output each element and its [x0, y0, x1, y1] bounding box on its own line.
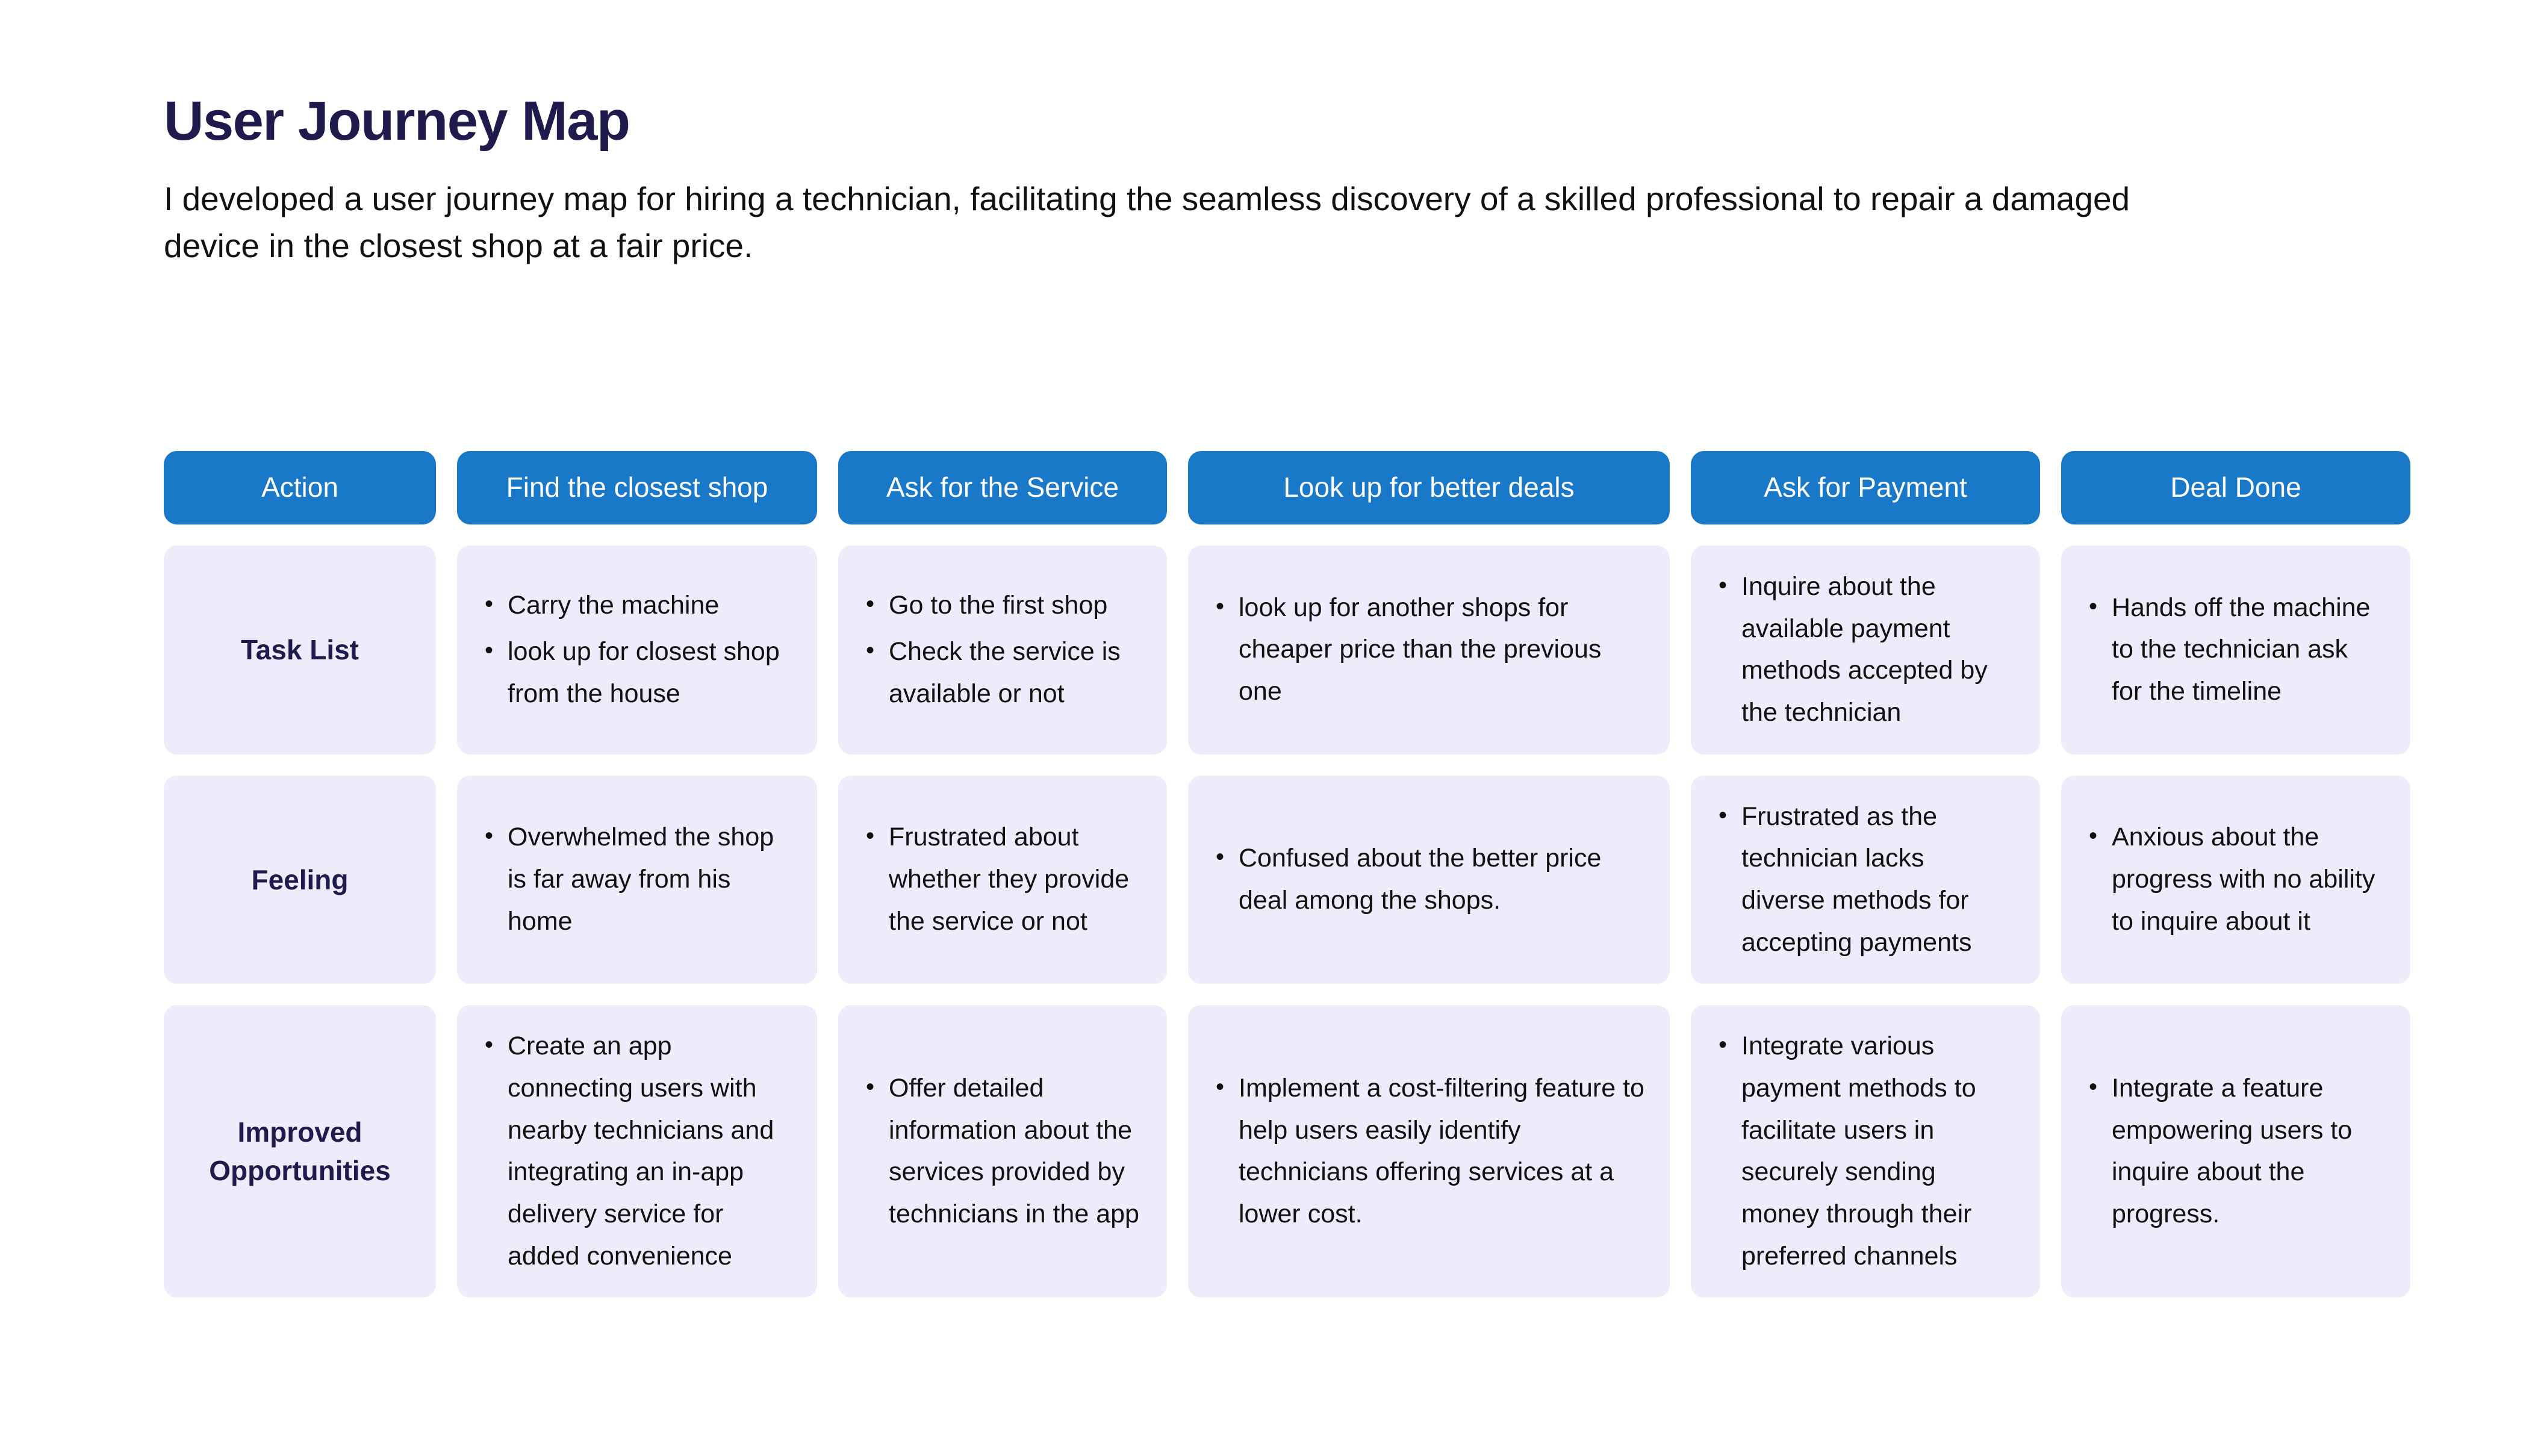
row-label-text: Feeling [251, 863, 349, 895]
bullet-item: Frustrated about whether they provide th… [863, 817, 1142, 942]
bullet-list: Frustrated about whether they provide th… [863, 817, 1142, 942]
stage-header-label: Ask for the Service [886, 471, 1119, 503]
stage-header-label: Find the closest shop [506, 471, 768, 503]
row-label-improved-opportunities: Improved Opportunities [164, 1005, 436, 1298]
cell-feeling-look-up-for-better-deals: Confused about the better price deal amo… [1188, 775, 1670, 985]
bullet-item: Offer detailed information about the ser… [863, 1068, 1142, 1236]
cell-feeling-deal-done: Anxious about the progress with no abili… [2061, 775, 2410, 985]
bullet-list: Integrate various payment methods to fac… [1716, 1025, 2015, 1277]
cell-improved-opportunities-find-the-closest-shop: Create an app connecting users with near… [457, 1005, 817, 1298]
bullet-item: look up for another shops for cheaper pr… [1213, 587, 1644, 713]
bullet-item: Carry the machine [482, 585, 792, 627]
cell-improved-opportunities-ask-for-the-service: Offer detailed information about the ser… [838, 1005, 1167, 1298]
bullet-item: Integrate various payment methods to fac… [1716, 1025, 2015, 1277]
cell-task-list-deal-done: Hands off the machine to the technician … [2061, 546, 2410, 754]
bullet-item: Check the service is available or not [863, 631, 1142, 715]
bullet-item: Hands off the machine to the technician … [2086, 587, 2385, 713]
stage-header-label: Look up for better deals [1283, 471, 1575, 503]
cell-task-list-ask-for-the-service: Go to the first shopCheck the service is… [838, 546, 1167, 754]
row-label-task-list: Task List [164, 546, 436, 754]
bullet-item: Anxious about the progress with no abili… [2086, 817, 2385, 942]
bullet-list: Implement a cost-filtering feature to he… [1213, 1068, 1644, 1236]
cell-task-list-look-up-for-better-deals: look up for another shops for cheaper pr… [1188, 546, 1670, 754]
bullet-list: Confused about the better price deal amo… [1213, 838, 1644, 921]
cell-feeling-find-the-closest-shop: Overwhelmed the shop is far away from hi… [457, 775, 817, 985]
stage-header-look-up-for-better-deals[interactable]: Look up for better deals [1188, 451, 1670, 524]
page-subtitle: I developed a user journey map for hirin… [164, 180, 2130, 265]
cell-feeling-ask-for-the-service: Frustrated about whether they provide th… [838, 775, 1167, 985]
bullet-list: Go to the first shopCheck the service is… [863, 585, 1142, 715]
bullet-list: Frustrated as the technician lacks diver… [1716, 796, 2015, 964]
bullet-list: Inquire about the available payment meth… [1716, 566, 2015, 734]
bullet-item: Integrate a feature empowering users to … [2086, 1068, 2385, 1236]
cell-task-list-ask-for-payment: Inquire about the available payment meth… [1691, 546, 2040, 754]
cell-task-list-find-the-closest-shop: Carry the machinelook up for closest sho… [457, 546, 817, 754]
row-label-text: Task List [241, 634, 359, 666]
bullet-item: Inquire about the available payment meth… [1716, 566, 2015, 734]
bullet-list: Integrate a feature empowering users to … [2086, 1068, 2385, 1236]
bullet-item: Create an app connecting users with near… [482, 1025, 792, 1277]
bullet-list: Overwhelmed the shop is far away from hi… [482, 817, 792, 942]
bullet-list: Carry the machinelook up for closest sho… [482, 585, 792, 715]
intro-block: User Journey Map I developed a user jour… [164, 90, 2271, 269]
bullet-list: Create an app connecting users with near… [482, 1025, 792, 1277]
bullet-item: Confused about the better price deal amo… [1213, 838, 1644, 921]
stage-header-ask-for-the-service[interactable]: Ask for the Service [838, 451, 1167, 524]
stage-header-label: Deal Done [2170, 471, 2301, 503]
cell-improved-opportunities-ask-for-payment: Integrate various payment methods to fac… [1691, 1005, 2040, 1298]
stage-header-label: Ask for Payment [1764, 471, 1967, 503]
cell-improved-opportunities-look-up-for-better-deals: Implement a cost-filtering feature to he… [1188, 1005, 1670, 1298]
page-title: User Journey Map [164, 90, 630, 152]
bullet-list: Hands off the machine to the technician … [2086, 587, 2385, 713]
bullet-list: Anxious about the progress with no abili… [2086, 817, 2385, 942]
bullet-item: Go to the first shop [863, 585, 1142, 627]
stage-header-deal-done[interactable]: Deal Done [2061, 451, 2410, 524]
stage-header-ask-for-payment[interactable]: Ask for Payment [1691, 451, 2040, 524]
stage-header-find-the-closest-shop[interactable]: Find the closest shop [457, 451, 817, 524]
row-label-text: Improved Opportunities [209, 1116, 391, 1187]
stage-header-label: Action [261, 471, 338, 503]
bullet-item: Implement a cost-filtering feature to he… [1213, 1068, 1644, 1236]
cell-improved-opportunities-deal-done: Integrate a feature empowering users to … [2061, 1005, 2410, 1298]
journey-map-grid: Action Find the closest shop Ask for the… [164, 451, 2410, 1298]
bullet-item: look up for closest shop from the house [482, 631, 792, 715]
row-label-feeling: Feeling [164, 775, 436, 985]
bullet-item: Overwhelmed the shop is far away from hi… [482, 817, 792, 942]
bullet-list: look up for another shops for cheaper pr… [1213, 587, 1644, 713]
stage-header-action[interactable]: Action [164, 451, 436, 524]
bullet-list: Offer detailed information about the ser… [863, 1068, 1142, 1236]
bullet-item: Frustrated as the technician lacks diver… [1716, 796, 2015, 964]
cell-feeling-ask-for-payment: Frustrated as the technician lacks diver… [1691, 775, 2040, 985]
